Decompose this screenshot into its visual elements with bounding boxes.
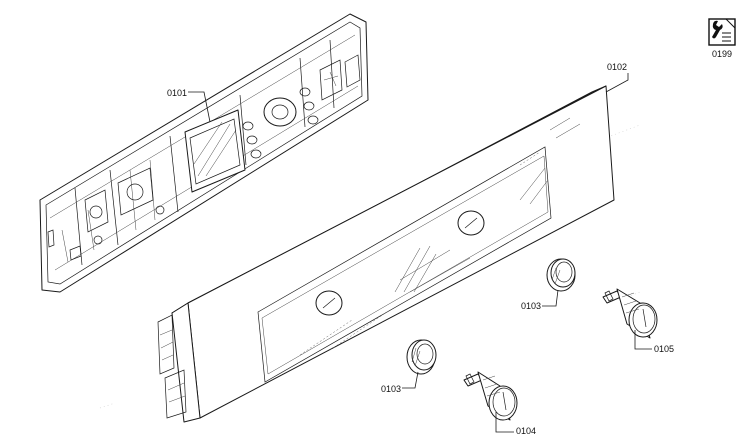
knob-right-label-group: 0105 — [634, 330, 674, 354]
housing-label: 0101 — [167, 88, 187, 98]
service-manual-label: 0199 — [712, 49, 732, 59]
front-control-panel-0102[interactable] — [157, 85, 615, 423]
ring-upper-label: 0103 — [521, 301, 541, 311]
panel-knob-openings — [315, 210, 485, 316]
panel-label: 0102 — [607, 62, 627, 72]
knob-left-leader-line — [495, 412, 514, 433]
control-knob-left-0104[interactable] — [463, 371, 518, 421]
housing-rim — [45, 21, 363, 285]
panel-side-end — [171, 302, 201, 423]
panel-label-group: 0102 — [605, 62, 629, 93]
panel-reflection-hatch — [394, 117, 581, 293]
trim-ring-upper-0103[interactable] — [546, 258, 576, 292]
housing-label-group: 0101 — [167, 88, 211, 123]
service-manual-icon-group[interactable]: 0199 — [708, 18, 736, 59]
housing-right-details — [319, 54, 361, 101]
knob-right-label: 0105 — [654, 344, 674, 354]
ring-lower-leader-line — [402, 371, 419, 389]
housing-display-window — [184, 109, 246, 193]
panel-left-bracket — [157, 314, 187, 419]
housing-leader-line — [188, 91, 211, 123]
panel-recessed-strip — [257, 146, 552, 383]
knob-left-label: 0104 — [516, 426, 536, 436]
control-knob-right-0105[interactable] — [602, 288, 658, 339]
ring-upper-leader-line — [542, 289, 559, 307]
knob-right-leader-line — [634, 330, 652, 350]
wrench-document-icon[interactable] — [708, 18, 736, 46]
housing-knob-hole — [263, 97, 297, 127]
control-housing-0101[interactable] — [39, 13, 369, 293]
trim-ring-lower-0103[interactable] — [406, 339, 437, 375]
housing-left-compartments — [47, 167, 165, 261]
ring-lower-label-group: 0103 — [381, 371, 419, 394]
panel-leader-line — [605, 73, 629, 93]
ring-lower-label: 0103 — [381, 384, 401, 394]
ring-upper-label-group: 0103 — [521, 289, 559, 311]
knob-left-label-group: 0104 — [495, 412, 536, 436]
housing-button-holes — [242, 87, 319, 159]
